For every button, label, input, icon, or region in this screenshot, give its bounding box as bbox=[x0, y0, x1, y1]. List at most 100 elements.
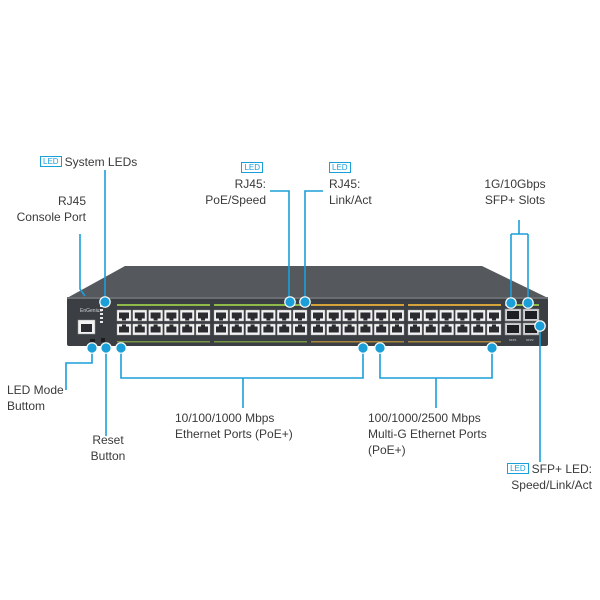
rj45-port-tab bbox=[444, 324, 449, 327]
rj45-port-hole bbox=[119, 326, 129, 333]
rj45-port-hole bbox=[150, 312, 161, 319]
sfp-slot-hole bbox=[507, 311, 519, 319]
rj45-port-hole bbox=[279, 312, 290, 319]
callout-dot bbox=[284, 296, 296, 308]
sfp-slot-hole bbox=[525, 311, 537, 319]
label-rj45-link-act: LED RJ45: Link/Act bbox=[329, 160, 372, 208]
rj45-port-tab bbox=[266, 324, 271, 327]
rj45-port-tab bbox=[282, 324, 287, 327]
callout-line bbox=[120, 348, 364, 379]
system-led bbox=[100, 317, 103, 319]
rj45-port-tab bbox=[379, 324, 384, 327]
rj45-port-tab bbox=[395, 318, 399, 321]
rj45-port-hole bbox=[457, 312, 468, 319]
rj45-port-hole bbox=[119, 312, 129, 319]
sfp-label: SFP1 bbox=[509, 338, 517, 342]
rj45-port-tab bbox=[444, 318, 449, 321]
rj45-port-hole bbox=[263, 312, 274, 319]
rj45-port-tab bbox=[298, 324, 302, 327]
callout-line bbox=[79, 234, 86, 297]
port-led-strip bbox=[311, 304, 404, 306]
sfp-slots-line1: 1G/10Gbps bbox=[484, 177, 546, 191]
rj45-port-tab bbox=[492, 324, 496, 327]
rj45-port-tab bbox=[282, 318, 287, 321]
led-mode-line2: Buttom bbox=[7, 399, 46, 413]
reset-button bbox=[101, 338, 105, 342]
label-ethernet-ports: 10/100/1000 Mbps Ethernet Ports (PoE+) bbox=[175, 410, 293, 442]
rj45-port-hole bbox=[231, 312, 242, 319]
rj45-port-hole bbox=[376, 312, 387, 319]
rj45-port-hole bbox=[247, 326, 258, 333]
rj45-port-hole bbox=[328, 326, 339, 333]
link-act-tag-row: LED bbox=[329, 160, 372, 176]
port-group bbox=[116, 309, 502, 336]
callout-dot bbox=[522, 297, 534, 309]
rj45-port-hole bbox=[410, 312, 420, 319]
rj45-port-tab bbox=[250, 324, 255, 327]
callout-dot bbox=[299, 296, 311, 308]
rj45-port-hole bbox=[279, 326, 290, 333]
rj45-port-tab bbox=[347, 318, 352, 321]
rj45-port-tab bbox=[250, 318, 255, 321]
rj45-port-tab bbox=[363, 318, 368, 321]
callout-dot bbox=[357, 342, 369, 354]
rj45-port-tab bbox=[219, 318, 223, 321]
callout-dot bbox=[86, 342, 98, 354]
rj45-port-hole bbox=[425, 326, 436, 333]
callout-line bbox=[304, 190, 323, 300]
sfp-slot-hole bbox=[507, 325, 519, 333]
poe-speed-line2: PoE/Speed bbox=[205, 193, 266, 207]
callout-dot bbox=[115, 342, 127, 354]
rj45-port-hole bbox=[376, 326, 387, 333]
rj45-port-hole bbox=[328, 312, 339, 319]
sfp-slot-hole bbox=[525, 325, 537, 333]
rj45-port-tab bbox=[153, 324, 158, 327]
sfp-led-line2: Speed/Link/Act bbox=[511, 478, 592, 492]
led-mode-button bbox=[90, 339, 95, 342]
link-act-line2: Link/Act bbox=[329, 193, 372, 207]
rj45-port-hole bbox=[198, 326, 208, 333]
rj45-port-tab bbox=[137, 324, 142, 327]
rj45-port-hole bbox=[489, 312, 499, 319]
rj45-port-hole bbox=[182, 312, 193, 319]
system-led bbox=[100, 313, 103, 315]
rj45-port-hole bbox=[441, 326, 452, 333]
rj45-port-hole bbox=[410, 326, 420, 333]
port-led-strip bbox=[214, 304, 307, 306]
port-led-strip-bottom bbox=[408, 341, 501, 343]
rj45-port-tab bbox=[428, 318, 433, 321]
rj45-port-tab bbox=[413, 318, 417, 321]
rj45-port-tab bbox=[185, 318, 190, 321]
rj45-port-hole bbox=[457, 326, 468, 333]
rj45-port-tab bbox=[316, 318, 320, 321]
rj45-port-hole bbox=[392, 312, 402, 319]
rj45-port-tab bbox=[122, 318, 126, 321]
rj45-port-hole bbox=[344, 312, 355, 319]
rj45-port-hole bbox=[360, 326, 371, 333]
rj45-port-hole bbox=[166, 326, 177, 333]
rj45-port-tab bbox=[266, 318, 271, 321]
callout-dot bbox=[505, 297, 517, 309]
rj45-port-hole bbox=[263, 326, 274, 333]
rj45-port-hole bbox=[441, 312, 452, 319]
led-mode-line1: LED Mode bbox=[7, 383, 64, 397]
rj45-port-hole bbox=[360, 312, 371, 319]
rj45-port-hole bbox=[166, 312, 177, 319]
rj45-port-tab bbox=[492, 318, 496, 321]
rj45-port-hole bbox=[182, 326, 193, 333]
system-leds-text: System LEDs bbox=[64, 155, 138, 169]
rj45-port-tab bbox=[137, 318, 142, 321]
port-led-strip-bottom bbox=[214, 341, 307, 343]
label-sfp-slots: 1G/10Gbps SFP+ Slots bbox=[470, 176, 560, 208]
rj45-port-tab bbox=[460, 324, 465, 327]
rj45-port-tab bbox=[169, 324, 174, 327]
callout-dot bbox=[534, 320, 546, 332]
sfp-label: SFP2 bbox=[526, 338, 534, 342]
callout-dots bbox=[86, 296, 546, 354]
sfp-led-strip bbox=[505, 304, 539, 306]
callout-dot bbox=[99, 296, 111, 308]
label-rj45-console: RJ45 Console Port bbox=[14, 193, 86, 225]
